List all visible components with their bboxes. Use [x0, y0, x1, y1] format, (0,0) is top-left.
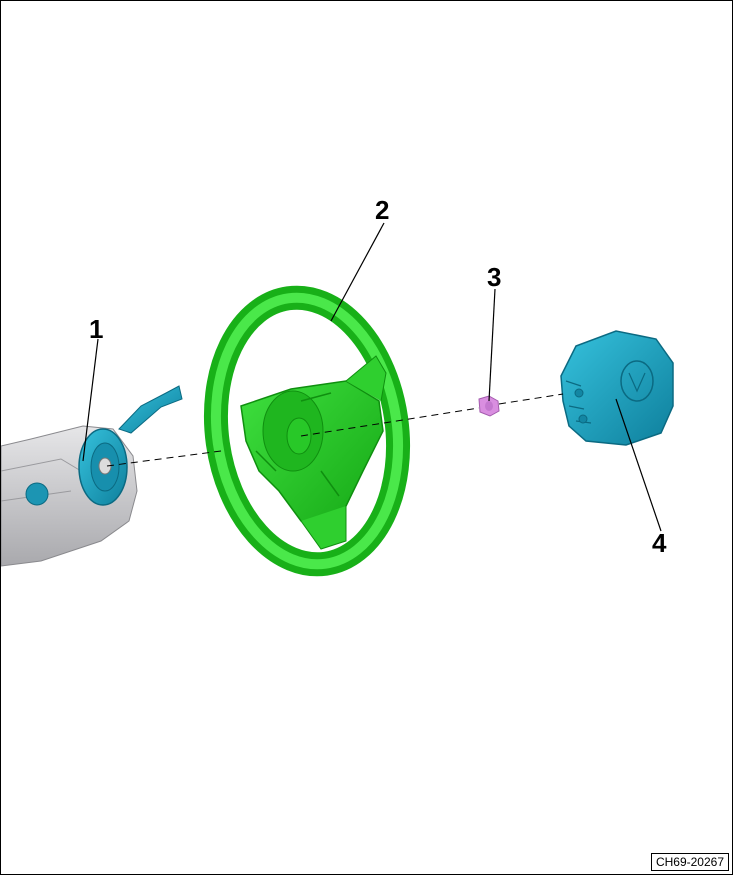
- leader-line-1: [82, 338, 99, 462]
- callout-2: 2: [375, 195, 389, 225]
- steering-column-assembly: [1, 385, 183, 567]
- airbag-emblem: [620, 360, 654, 402]
- leader-line-3: [488, 288, 496, 402]
- leader-line-2: [330, 222, 385, 322]
- callout-4: 4: [652, 528, 667, 558]
- column-shaft-end: [98, 457, 112, 475]
- figure-reference: CH69-20267: [650, 853, 729, 871]
- airbag-unit: [560, 330, 674, 446]
- wiper-stalk: [118, 385, 183, 434]
- callout-3: 3: [487, 262, 501, 292]
- column-knob: [25, 482, 49, 506]
- steering-wheel: [203, 285, 411, 577]
- leader-lines: [82, 222, 662, 532]
- airbag-cover: [560, 330, 674, 446]
- assembly-axis: [106, 393, 564, 467]
- callout-1: 1: [89, 314, 103, 344]
- leader-line-4: [615, 398, 662, 532]
